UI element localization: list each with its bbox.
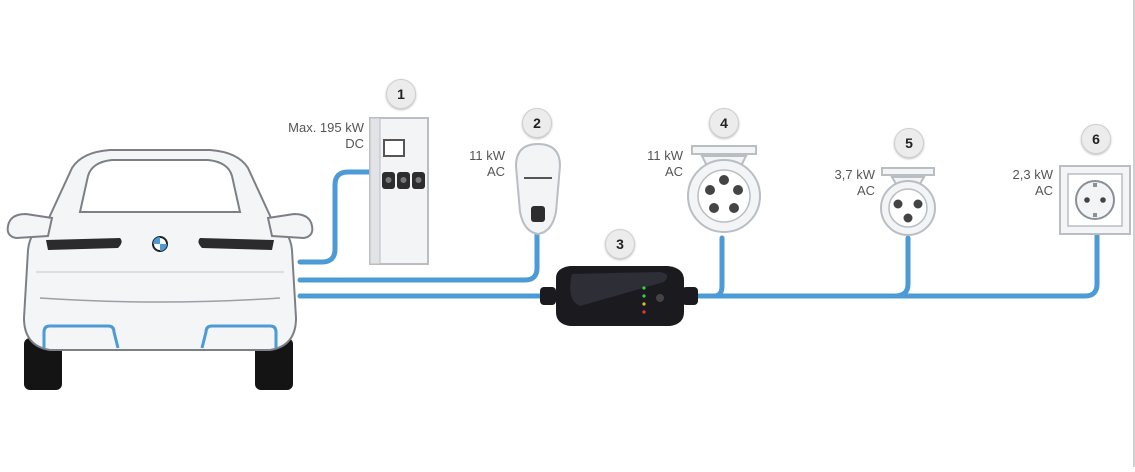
cable-cee-16a: [697, 235, 725, 299]
diffuser-left: [42, 324, 120, 349]
station-1-label: Max. 195 kW DC: [288, 120, 364, 152]
station-6-type: AC: [1034, 183, 1053, 198]
station-5-power: 3,7 kW: [834, 167, 875, 182]
car-rear-view: [6, 149, 314, 390]
mirror-left: [6, 212, 54, 240]
station-6-label: 2,3 kW AC: [1013, 167, 1053, 199]
right-border: [1133, 0, 1135, 467]
station-5-number-badge: 5: [894, 128, 924, 158]
mirror-right: [266, 212, 314, 240]
cee-blue-socket-icon: [880, 167, 936, 236]
station-4-power: 11 kW: [647, 148, 683, 163]
rear-window: [78, 159, 242, 213]
station-1-number-badge: 1: [386, 79, 416, 109]
station-5-label: 3,7 kW AC: [835, 167, 875, 199]
cee-16a-socket-icon: [687, 145, 761, 233]
dc-fast-charger-icon: [369, 117, 429, 265]
station-4-label: 11 kW AC: [647, 148, 683, 180]
flexible-fast-charger-icon: [540, 266, 698, 326]
household-socket-icon: [1059, 165, 1131, 235]
tail-light-left: [46, 238, 122, 250]
diffuser-right: [200, 324, 278, 349]
station-1-type: DC: [345, 136, 364, 151]
cable-wallbox: [297, 229, 540, 283]
station-2-power: 11 kW: [469, 148, 505, 163]
station-1-power: Max. 195 kW: [288, 120, 364, 135]
bumper-line: [39, 297, 281, 303]
station-4-type: AC: [664, 164, 683, 179]
station-6-power: 2,3 kW: [1012, 167, 1053, 182]
station-3-number-badge: 3: [605, 229, 635, 259]
station-5-type: AC: [856, 183, 875, 198]
station-2-label: 11 kW AC: [469, 148, 505, 180]
station-2-number-badge: 2: [522, 108, 552, 138]
cables: [297, 169, 1100, 299]
cable-dc-charger: [297, 169, 379, 265]
tail-light-right: [198, 238, 274, 250]
station-6-number-badge: 6: [1081, 124, 1111, 154]
station-2-type: AC: [486, 164, 505, 179]
cable-main-line: [687, 229, 1100, 299]
wallbox-icon: [514, 142, 562, 236]
cable-cee-blue: [892, 235, 911, 299]
station-4-number-badge: 4: [709, 108, 739, 138]
